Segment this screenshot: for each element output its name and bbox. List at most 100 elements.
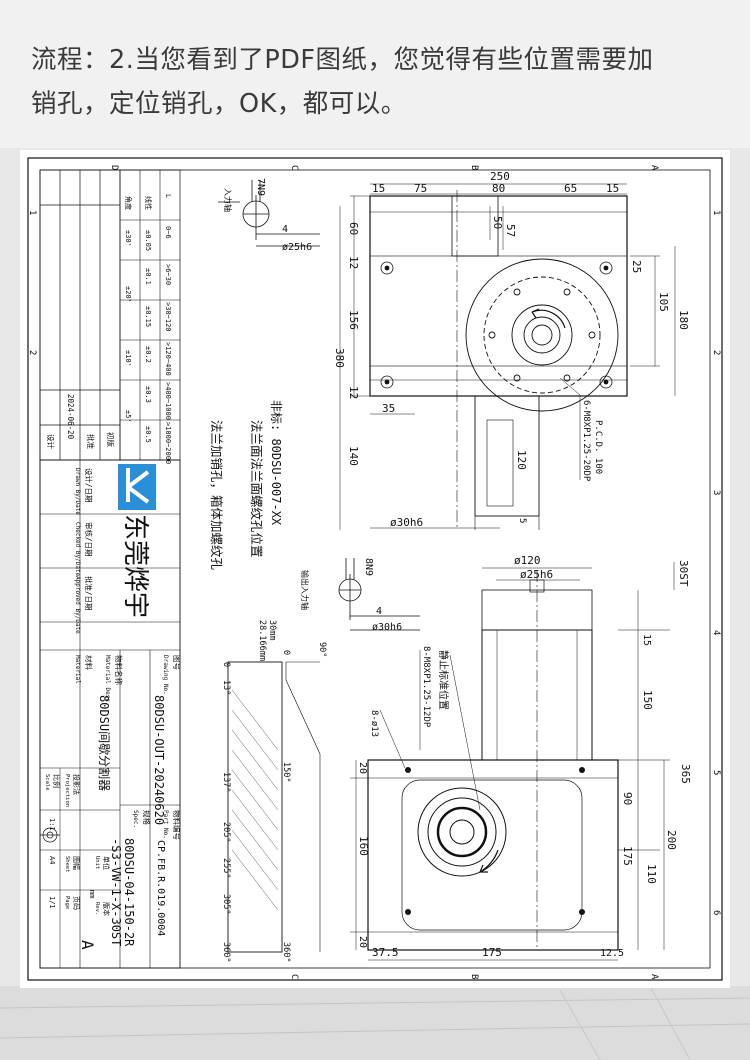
- zone-letter: B: [469, 974, 479, 979]
- dim-segment: 75: [414, 182, 427, 195]
- cam-tick: 13°: [221, 680, 231, 695]
- note-line-2: 法兰加销孔，箱体加螺纹孔: [209, 420, 224, 571]
- part-no-label: 物料编号: [172, 810, 182, 840]
- dim-15: 15: [641, 634, 652, 646]
- unit-value: mm: [88, 890, 96, 898]
- dim-motor-dia: ø120: [514, 554, 541, 567]
- rev-label: 版本: [102, 902, 111, 916]
- spec-label-en: Spec.: [132, 810, 139, 828]
- page-label-en: Page: [64, 896, 70, 909]
- svg-text:6-M8XP1.25-20DP: 6-M8XP1.25-20DP: [581, 400, 591, 482]
- sheet-label-en: Sheet: [64, 856, 70, 873]
- revision-designer: 设计: [46, 434, 56, 449]
- material-label-en: Material: [74, 655, 81, 684]
- cam-stroke-label: 30mm: [267, 620, 277, 640]
- dim-left-segment: 156: [347, 310, 360, 330]
- dim-offset: 35: [382, 402, 395, 415]
- input-shaft-label-2: 输出入力轴: [300, 570, 310, 610]
- dim-shaft-dia: ø25h6: [520, 568, 553, 581]
- zone-letter: B: [469, 165, 479, 170]
- projection-label: 投影法: [72, 774, 81, 795]
- dim-overall-height: 380: [333, 348, 346, 368]
- dim-left-segment: 12: [347, 256, 360, 269]
- tolerance-angle-cell: ±5': [124, 410, 132, 423]
- tolerance-header-cell: 0~6: [164, 226, 172, 239]
- dim-flange-height: 180: [677, 310, 690, 330]
- cam-tick: 0: [221, 662, 231, 667]
- zone-letter: A: [649, 165, 659, 171]
- mounting-hole: [380, 261, 613, 389]
- tolerance-row-label: 角度: [124, 196, 133, 210]
- dim-segment: 80: [492, 182, 505, 195]
- tolerance-linear-cell: ±0.2: [144, 346, 152, 363]
- zone-letter: D: [109, 165, 119, 170]
- page-value: 1/1: [48, 896, 56, 909]
- scale-label: 比例: [52, 774, 61, 788]
- cam-angle: 90°: [317, 642, 327, 657]
- output-shaft-dim: ø30h6: [390, 516, 423, 529]
- tolerance-linear-cell: ±0.15: [144, 306, 152, 327]
- zone-letters-top: D C B A: [109, 165, 659, 171]
- drawn-by-label: 设计/日期: [84, 468, 94, 503]
- tolerance-linear-cell: ±0.05: [144, 230, 152, 251]
- svg-text:8-ø13: 8-ø13: [369, 710, 379, 737]
- dim-hole-spacing: 105: [657, 292, 670, 312]
- output-flange: [465, 258, 619, 412]
- company-logo: 东莞烨宇: [118, 464, 156, 618]
- dim-hole-offset: 25: [630, 260, 643, 273]
- dim-175-horizontal: 175: [482, 946, 502, 959]
- revision-note: 初版: [106, 432, 116, 447]
- part-no-label-en: Part No.: [162, 810, 169, 839]
- svg-text:P.C.D. 100: P.C.D. 100: [593, 420, 603, 474]
- tolerance-linear-cell: ±0.1: [144, 268, 152, 285]
- engineering-drawing: D C B A 1 2 3 4 5 6 1 2: [20, 150, 730, 988]
- tolerance-table: L 0~6 >6~30 >30~120 >120~400 >400~1000 >…: [119, 169, 181, 464]
- tolerance-angle-cell: ±20': [124, 286, 132, 303]
- cam-tick: 305°: [221, 894, 231, 914]
- zone-number: 5: [711, 770, 721, 775]
- bottom-view: 8N9 4 ø30h6 输出入力轴: [300, 554, 692, 961]
- zone-number: 3: [711, 490, 721, 495]
- note-label: 非标: 80DSU-007-XX: [269, 400, 283, 526]
- zone-number: 1: [27, 210, 37, 215]
- output-shaft-key-detail: [338, 558, 420, 631]
- tolerance-header-cell: >6~30: [164, 264, 172, 285]
- input-shaft-label: 入力轴: [218, 188, 240, 212]
- caption-line-2: 销孔，定位销孔，OK，都可以。: [31, 89, 407, 119]
- dim-200: 200: [665, 830, 678, 850]
- part-name-label-en: Material Desc.: [104, 655, 111, 706]
- zone-numbers-right: 1 2 3 4 5 6: [711, 210, 721, 915]
- cam-tick: 360°: [221, 942, 231, 962]
- unit-label: 单位: [102, 856, 111, 870]
- key-label: 7N9: [255, 178, 266, 196]
- cam-tick-right: 0: [281, 650, 291, 655]
- cam-tick: 205°: [221, 822, 231, 842]
- dim-90: 90: [621, 792, 634, 805]
- tolerance-angle-cell: ±10': [124, 350, 132, 367]
- dim-left-segment: 60: [347, 222, 360, 235]
- dim-boss-2: 57: [504, 224, 517, 237]
- dim-left-segment: 12: [347, 386, 360, 399]
- spec-line-2: -S3-VW-1-X-30ST: [109, 838, 123, 946]
- dim-160: 160: [357, 836, 370, 856]
- drawing-number: 80DSU-OUT-20240620: [152, 695, 166, 825]
- spec-label: 规格: [142, 810, 152, 825]
- top-view: 7N9 4 ø25h6 入力轴: [218, 170, 690, 530]
- tolerance-header-cell: >30~120: [164, 302, 172, 332]
- zone-number: 2: [711, 350, 721, 355]
- rev-label-en: Rev.: [94, 902, 100, 915]
- rev-value: A: [78, 940, 97, 950]
- caption: 流程：2.当您看到了PDF图纸，您觉得有些位置需要加 销孔，定位销孔，OK，都可…: [31, 38, 721, 126]
- part-name-label: 物料名称: [114, 655, 124, 685]
- key-label: 8N9: [363, 558, 374, 576]
- dim-12-5: 12.5: [600, 948, 624, 959]
- svg-text:静止标准位置: 静止标准位置: [437, 650, 450, 710]
- tolerance-row-label: 线性: [144, 196, 153, 210]
- tolerance-header-cell: >1000~2000: [164, 422, 172, 464]
- tolerance-angle-cell: ±30': [124, 230, 132, 247]
- dim-20-bottom: 20: [357, 936, 368, 948]
- tolerance-linear-cell: ±0.5: [144, 426, 152, 443]
- zone-number: 2: [27, 350, 37, 355]
- cam-stroke-label-2: 28.166mm: [257, 620, 267, 661]
